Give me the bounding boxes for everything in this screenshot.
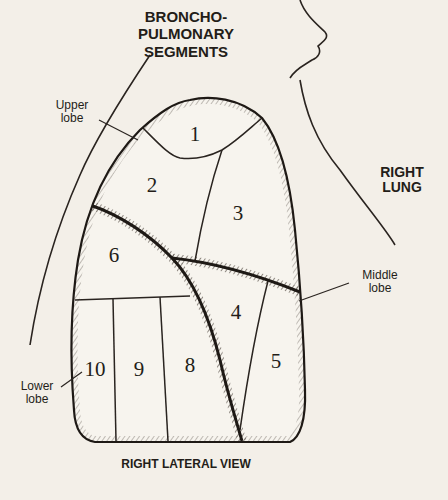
callout-number: 3: [223, 202, 253, 225]
segment-line: [113, 299, 116, 441]
leader-line: [61, 372, 82, 387]
label-holder: Upper lobe: [47, 99, 97, 125]
label-holder: 10: [80, 358, 110, 381]
oblique-fissure: [90, 205, 242, 441]
horizontal-fissure: [172, 258, 300, 292]
label-holder: Lower lobe: [13, 380, 61, 406]
fissure-hatching: [90, 205, 242, 441]
leader-line: [299, 283, 349, 301]
label-holder: 9: [124, 358, 154, 381]
callout-number: 1: [180, 123, 210, 146]
callout-number: 10: [80, 358, 110, 381]
label-holder: RIGHT LUNG: [367, 165, 437, 196]
label-holder: 2: [137, 174, 167, 197]
diagram-title: BRONCHO- PULMONARY SEGMENTS: [127, 8, 245, 60]
view-heading: RIGHT LUNG: [367, 165, 437, 196]
diagram-caption: RIGHT LATERAL VIEW: [86, 457, 286, 471]
lobe-label: Upper lobe: [47, 99, 97, 125]
title-holder: BRONCHO- PULMONARY SEGMENTS: [127, 8, 245, 60]
callout-number: 8: [175, 354, 205, 377]
label-holder: 6: [99, 244, 129, 267]
label-holder: 8: [175, 354, 205, 377]
callout-number: 2: [137, 174, 167, 197]
leader-line: [99, 120, 138, 140]
label-holder: 5: [261, 350, 291, 373]
segment-line: [160, 297, 168, 441]
callout-number: 6: [99, 244, 129, 267]
lobe-label: Middle lobe: [354, 269, 406, 295]
label-holder: 4: [221, 301, 251, 324]
label-holder: Middle lobe: [354, 269, 406, 295]
callout-number: 9: [124, 358, 154, 381]
lung-outline: [71, 98, 305, 442]
face-outline: [290, 0, 327, 78]
segment-line: [75, 296, 190, 300]
caption-holder: RIGHT LATERAL VIEW: [86, 457, 286, 471]
callout-number: 4: [221, 301, 251, 324]
lung-edge-hatching: [71, 98, 305, 442]
fissures: [90, 205, 300, 441]
lobe-label: Lower lobe: [13, 380, 61, 406]
segment-line: [240, 281, 268, 430]
segment-boundaries: [75, 118, 268, 441]
label-holder: 1: [180, 123, 210, 146]
callout-number: 5: [261, 350, 291, 373]
label-holder: 3: [223, 202, 253, 225]
segment-line: [195, 150, 222, 261]
lung-fill: [71, 98, 305, 442]
neck-outline: [300, 80, 395, 245]
segment-line: [143, 118, 262, 159]
